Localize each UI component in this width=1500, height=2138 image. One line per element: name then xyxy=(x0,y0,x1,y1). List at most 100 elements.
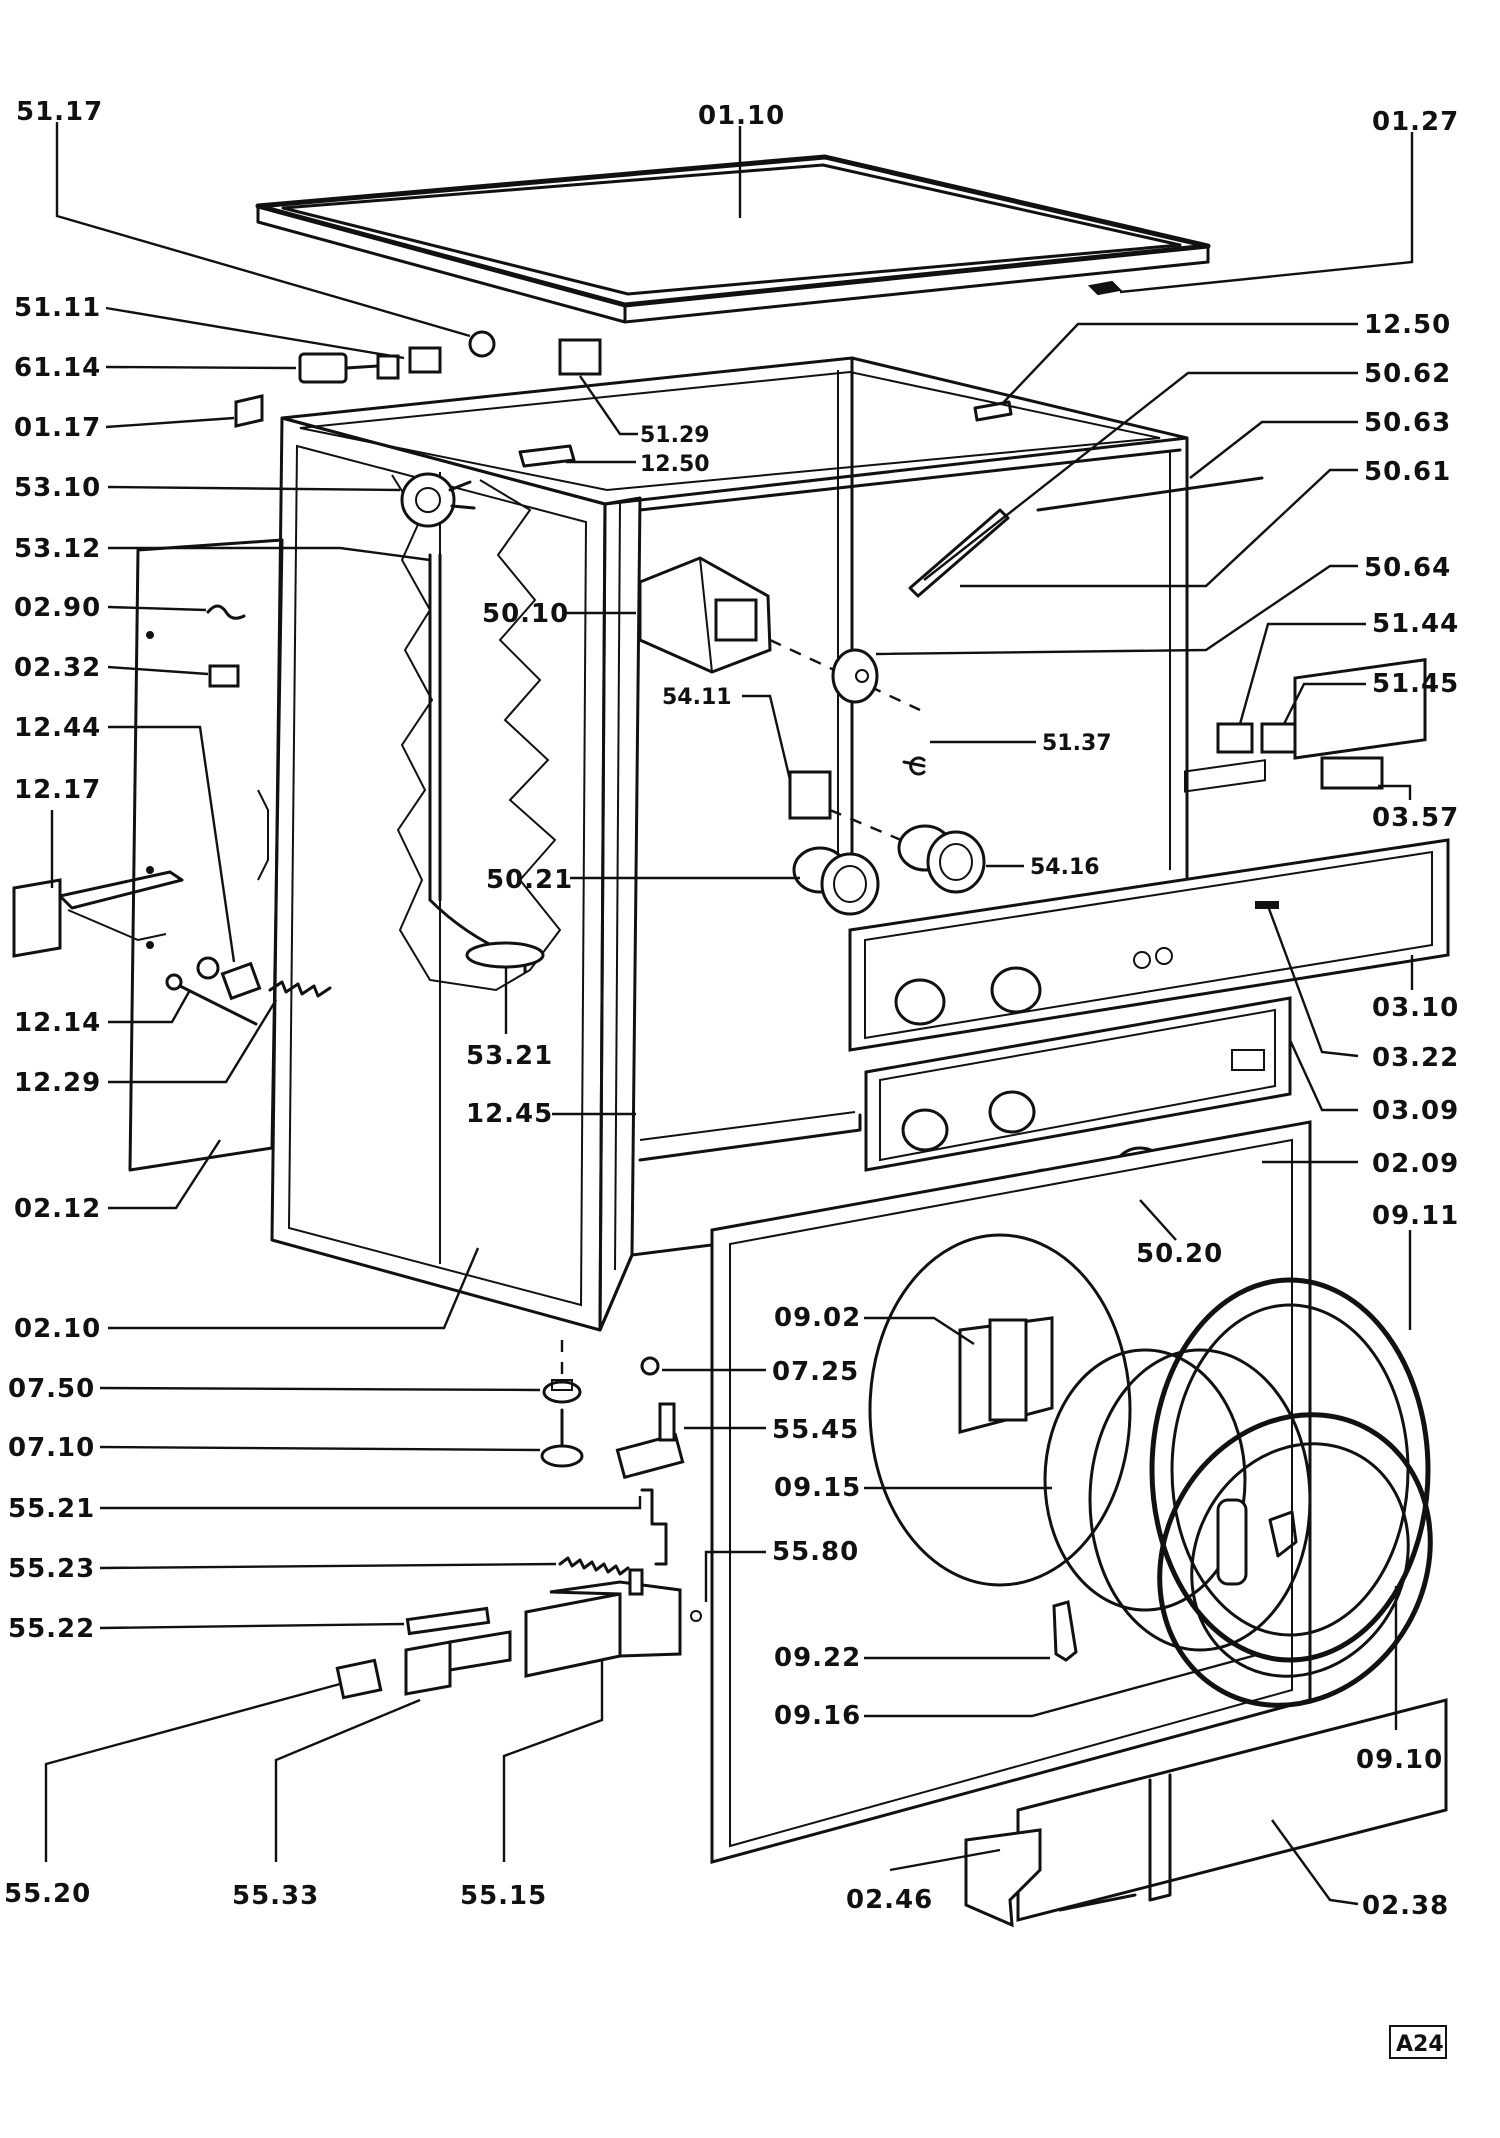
label-03-09: 03.09 xyxy=(1372,1096,1459,1126)
door-rings xyxy=(1043,1277,1433,1708)
rod-50-63 xyxy=(1036,476,1264,512)
lock-55-15 xyxy=(524,1568,702,1678)
label-55-22: 55.22 xyxy=(8,1614,95,1644)
bracket-01-17 xyxy=(234,394,264,428)
label-02-12: 02.12 xyxy=(14,1194,101,1224)
label-51-17: 51.17 xyxy=(16,97,103,127)
latch-09-22 xyxy=(1052,1600,1078,1662)
cabinet-frame xyxy=(270,356,1189,1332)
foot-07-10 xyxy=(540,1408,584,1468)
lid-clip xyxy=(1087,280,1123,296)
switch-55-20 xyxy=(335,1658,383,1700)
lever-55-21 xyxy=(640,1488,668,1566)
label-12-45: 12.45 xyxy=(466,1099,553,1129)
label-02-90: 02.90 xyxy=(14,593,101,623)
label-09-15: 09.15 xyxy=(774,1473,861,1503)
sheet-tag: A24 xyxy=(1389,2025,1447,2059)
label-50-61: 50.61 xyxy=(1364,457,1451,487)
axis-timer xyxy=(769,638,921,712)
bracket-12-50b xyxy=(973,400,1013,422)
front-panel-02-09 xyxy=(710,1120,1312,1864)
spring-55-23 xyxy=(558,1556,630,1576)
label-50-21: 50.21 xyxy=(486,865,573,895)
label-50-20: 50.20 xyxy=(1136,1239,1223,1269)
label-55-45: 55.45 xyxy=(772,1415,859,1445)
label-55-80: 55.80 xyxy=(772,1537,859,1567)
switch-55-45 xyxy=(615,1402,685,1480)
knob-51-17 xyxy=(468,330,496,358)
lamp-03-57 xyxy=(1320,756,1384,790)
label-01-10: 01.10 xyxy=(698,101,785,131)
label-50-10: 50.10 xyxy=(482,599,569,629)
axis-54 xyxy=(829,808,921,850)
label-12-50a: 12.50 xyxy=(1364,310,1451,340)
label-54-11: 54.11 xyxy=(662,685,732,710)
pressure-switch xyxy=(400,472,476,528)
label-51-11: 51.11 xyxy=(14,293,101,323)
block-02-32 xyxy=(208,664,240,688)
hose-53-12 xyxy=(428,553,545,974)
grommet-12-44 xyxy=(196,956,220,980)
label-51-44: 51.44 xyxy=(1372,609,1459,639)
timer-50-10 xyxy=(638,556,772,674)
spring-12-29 xyxy=(268,980,332,998)
capacitor-61-14 xyxy=(298,352,400,384)
bushing-54-16 xyxy=(897,824,986,894)
label-51-37: 51.37 xyxy=(1042,731,1112,756)
label-01-27: 01.27 xyxy=(1372,107,1459,137)
bushing-50-21 xyxy=(792,846,880,916)
label-12-17: 12.17 xyxy=(14,775,101,805)
label-09-22: 09.22 xyxy=(774,1643,861,1673)
part-labels: 51.17 01.10 01.27 51.11 12.50 61.14 50.6… xyxy=(4,97,1459,1921)
latch-55-33 xyxy=(404,1630,512,1696)
switch-51-44 xyxy=(1216,722,1254,754)
label-55-21: 55.21 xyxy=(8,1494,95,1524)
label-53-12: 53.12 xyxy=(14,534,101,564)
label-07-10: 07.10 xyxy=(8,1433,95,1463)
top-lid xyxy=(255,154,1211,324)
side-panel-02-12 xyxy=(128,538,284,1172)
label-02-32: 02.32 xyxy=(14,653,101,683)
label-55-15: 55.15 xyxy=(460,1881,547,1911)
bushing-12-44 xyxy=(220,961,262,1001)
terminal-51-29 xyxy=(558,338,602,376)
label-09-10: 09.10 xyxy=(1356,1745,1443,1775)
label-12-14: 12.14 xyxy=(14,1008,101,1038)
label-02-09: 02.09 xyxy=(1372,1149,1459,1179)
label-03-22: 03.22 xyxy=(1372,1043,1459,1073)
screw-51-37 xyxy=(902,756,926,776)
hinge-12-17 xyxy=(12,870,184,958)
label-61-14: 61.14 xyxy=(14,353,101,383)
label-54-16: 54.16 xyxy=(1030,855,1100,880)
label-02-46: 02.46 xyxy=(846,1885,933,1915)
label-09-11: 09.11 xyxy=(1372,1201,1459,1231)
label-07-25: 07.25 xyxy=(772,1357,859,1387)
label-51-45: 51.45 xyxy=(1372,669,1459,699)
label-01-17: 01.17 xyxy=(14,413,101,443)
label-50-63: 50.63 xyxy=(1364,408,1451,438)
cam-50-64 xyxy=(831,648,879,704)
label-50-62: 50.62 xyxy=(1364,359,1451,389)
sheet-tag-text: A24 xyxy=(1396,2032,1444,2057)
label-03-57: 03.57 xyxy=(1372,803,1459,833)
label-12-44: 12.44 xyxy=(14,713,101,743)
label-03-10: 03.10 xyxy=(1372,993,1459,1023)
slider-55-22 xyxy=(405,1606,491,1636)
rod-50-62 xyxy=(908,508,1010,598)
label-12-50b: 12.50 xyxy=(640,452,710,477)
clip-02-90 xyxy=(206,604,246,620)
label-09-02: 09.02 xyxy=(774,1303,861,1333)
label-07-50: 07.50 xyxy=(8,1374,95,1404)
label-02-10: 02.10 xyxy=(14,1314,101,1344)
label-50-64: 50.64 xyxy=(1364,553,1451,583)
label-09-16: 09.16 xyxy=(774,1701,861,1731)
label-55-23: 55.23 xyxy=(8,1554,95,1584)
hinge-09-02 xyxy=(958,1316,1054,1434)
label-55-33: 55.33 xyxy=(232,1881,319,1911)
switch-51-11 xyxy=(408,346,442,374)
valve-54-11 xyxy=(788,770,832,820)
label-53-10: 53.10 xyxy=(14,473,101,503)
label-02-38: 02.38 xyxy=(1362,1891,1449,1921)
